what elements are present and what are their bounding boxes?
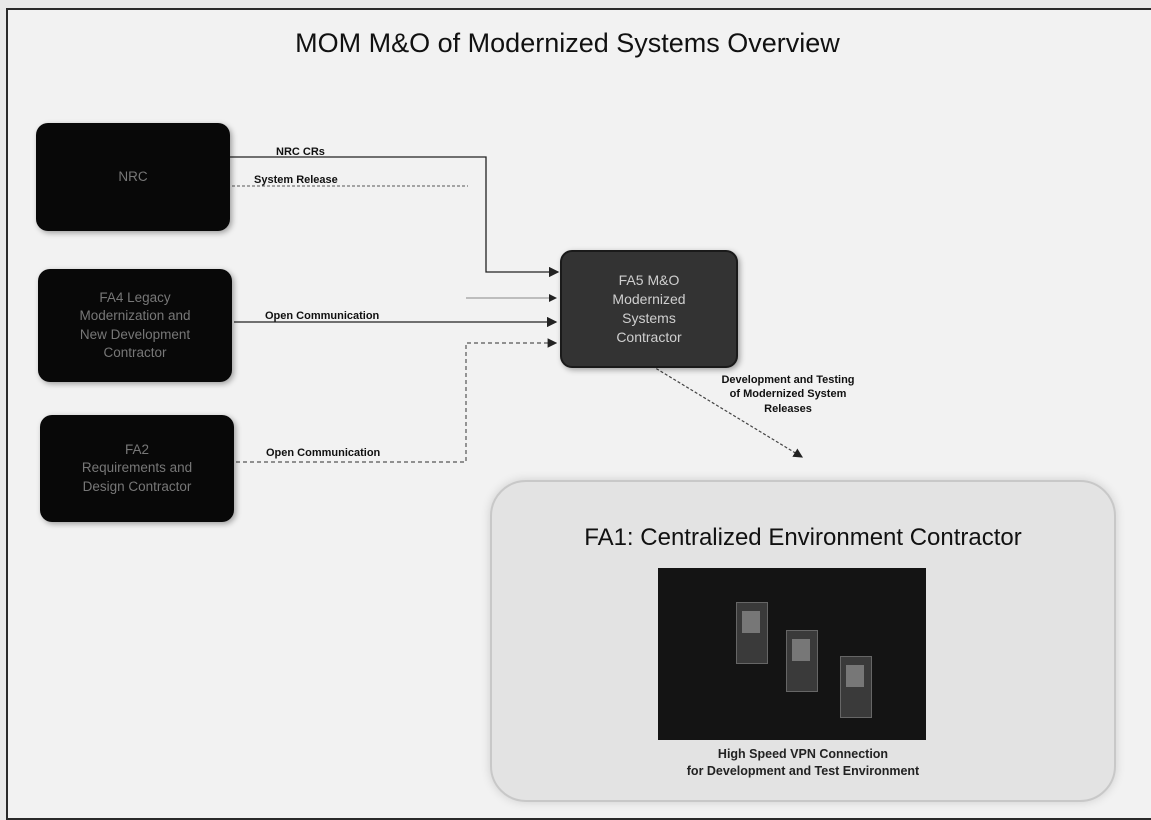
node-fa4: FA4 Legacy Modernization and New Develop…	[38, 269, 232, 382]
fa1-title: FA1: Centralized Environment Contractor	[584, 524, 1022, 551]
diagram-title: MOM M&O of Modernized Systems Overview	[295, 28, 840, 58]
node-nrc: NRC	[36, 123, 230, 231]
server-room-image	[658, 568, 926, 740]
server-rack-icon	[736, 602, 768, 664]
label-dev-testing: Development and Testing of Modernized Sy…	[721, 374, 855, 415]
node-fa5: FA5 M&O Modernized Systems Contractor	[560, 250, 738, 368]
label-system-release: System Release	[254, 174, 338, 186]
server-rack-icon	[786, 630, 818, 692]
label-open-comm-fa4: Open Communication	[265, 310, 380, 322]
node-fa2: FA2 Requirements and Design Contractor	[40, 415, 234, 522]
fa1-caption: High Speed VPN Connection for Developmen…	[686, 747, 920, 778]
server-rack-icon	[840, 656, 872, 718]
label-nrc-crs: NRC CRs	[276, 146, 325, 158]
label-open-comm-fa2: Open Communication	[266, 447, 381, 459]
node-fa1: FA1: Centralized Environment Contractor …	[490, 480, 1116, 802]
